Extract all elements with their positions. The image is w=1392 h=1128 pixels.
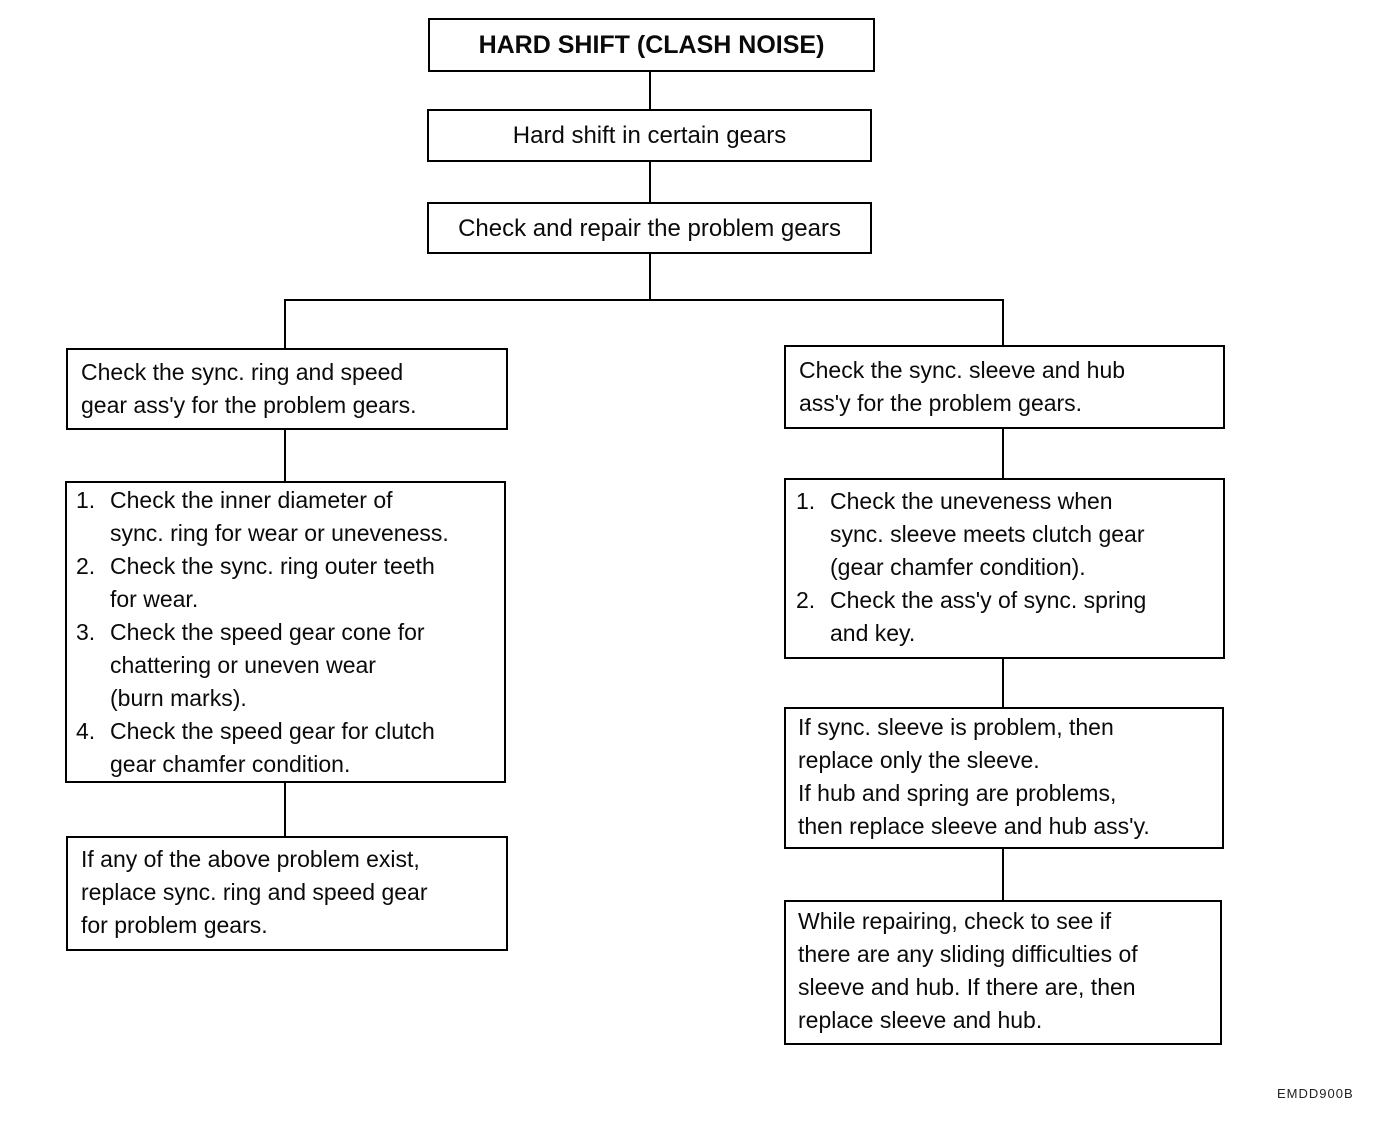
connector-branch-right (1002, 299, 1004, 345)
list-item-number: 2. (76, 553, 96, 579)
list-item: 2. Check the sync. ring outer teeth for … (76, 550, 500, 616)
list-item-number: 4. (76, 718, 96, 744)
list-item-text: Check the speed gear cone for chattering… (110, 619, 425, 711)
node-right-result: If sync. sleeve is problem, then replace… (784, 707, 1224, 849)
list-item-text: Check the sync. ring outer teeth for wea… (110, 553, 435, 612)
node-hard-shift-title-label: HARD SHIFT (CLASH NOISE) (478, 30, 825, 59)
list-item: 3. Check the speed gear cone for chatter… (76, 616, 500, 715)
connector-symptom-to-action (649, 162, 651, 202)
connector-branch-left (284, 299, 286, 348)
connector-right-steps-to-result (1002, 659, 1004, 707)
connector-left-steps-to-result (284, 783, 286, 836)
list-item-text: Check the ass'y of sync. spring and key. (830, 587, 1147, 646)
figure-code: EMDD900B (1277, 1086, 1354, 1101)
node-right-steps: 1. Check the uneveness when sync. sleeve… (784, 478, 1225, 659)
list-item-number: 3. (76, 619, 96, 645)
node-left-result: If any of the above problem exist, repla… (66, 836, 508, 951)
node-right-note: While repairing, check to see if there a… (784, 900, 1222, 1045)
connector-right-result-to-note (1002, 849, 1004, 900)
list-item-number: 1. (76, 487, 96, 513)
node-symptom: Hard shift in certain gears (427, 109, 872, 162)
list-item: 4. Check the speed gear for clutch gear … (76, 715, 500, 781)
node-right-check: Check the sync. sleeve and hub ass'y for… (784, 345, 1225, 429)
list-item-text: Check the uneveness when sync. sleeve me… (830, 488, 1145, 580)
node-hard-shift-title: HARD SHIFT (CLASH NOISE) (428, 18, 875, 72)
node-symptom-label: Hard shift in certain gears (512, 122, 787, 149)
connector-left-check-to-steps (284, 430, 286, 481)
connector-action-to-branch (649, 254, 651, 301)
connector-title-to-symptom (649, 72, 651, 109)
list-item-text: Check the inner diameter of sync. ring f… (110, 487, 449, 546)
node-action: Check and repair the problem gears (427, 202, 872, 254)
connector-right-check-to-steps (1002, 429, 1004, 478)
list-item: 1. Check the uneveness when sync. sleeve… (796, 485, 1219, 584)
node-left-check: Check the sync. ring and speed gear ass'… (66, 348, 508, 430)
list-item: 2. Check the ass'y of sync. spring and k… (796, 584, 1219, 650)
node-action-label: Check and repair the problem gears (458, 214, 841, 242)
list-item-text: Check the speed gear for clutch gear cha… (110, 718, 435, 777)
connector-branch-bar (284, 299, 1004, 301)
list-item: 1. Check the inner diameter of sync. rin… (76, 484, 500, 550)
node-left-steps: 1. Check the inner diameter of sync. rin… (65, 481, 506, 783)
list-item-number: 1. (796, 488, 816, 514)
list-item-number: 2. (796, 587, 816, 613)
